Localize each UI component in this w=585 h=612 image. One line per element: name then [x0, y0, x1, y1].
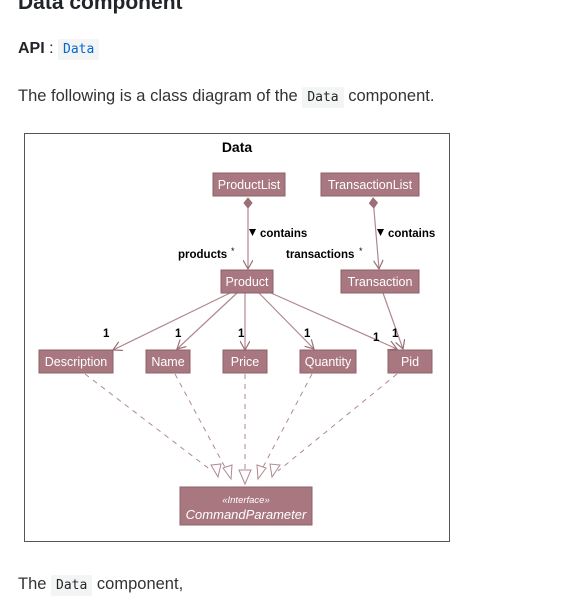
outro-code: Data: [51, 575, 93, 596]
intro-code: Data: [302, 87, 344, 108]
api-label: API: [18, 40, 45, 57]
realization-head-name: [222, 464, 233, 481]
contains-triangle-icon: [249, 229, 256, 236]
class-description-label: Description: [45, 355, 108, 369]
name-interface-line: [174, 373, 228, 472]
class-pid[interactable]: Pid: [387, 349, 433, 374]
pid-interface-line: [277, 373, 398, 472]
class-description[interactable]: Description: [38, 349, 114, 374]
interface-name-label: CommandParameter: [186, 507, 307, 522]
mult-name: 1: [175, 328, 182, 340]
api-separator: :: [44, 40, 59, 57]
multiplicity-one-labels: 1 1 1 1 1 1: [103, 328, 399, 344]
outro-paragraph: The Data component,: [18, 575, 184, 596]
relation-lines: [113, 198, 403, 350]
outro-text-after: component,: [92, 575, 184, 593]
class-price[interactable]: Price: [222, 349, 268, 374]
mult-quantity: 1: [304, 328, 311, 340]
class-name-label: Name: [151, 355, 184, 369]
description-interface-line: [84, 373, 213, 472]
section-heading: Data component: [18, 0, 183, 14]
realization-lines: [84, 373, 398, 472]
interface-stereotype-label: «Interface»: [222, 495, 270, 506]
intro-paragraph: The following is a class diagram of the …: [18, 87, 435, 108]
contains-text-1: contains: [260, 228, 307, 240]
class-quantity-label: Quantity: [305, 355, 352, 369]
realization-head-quantity: [256, 464, 267, 481]
mult-pid-product: 1: [373, 332, 380, 344]
transactionlist-transaction-line: [373, 198, 379, 269]
api-line: API : Data: [18, 39, 100, 60]
product-description-line: [113, 292, 231, 350]
class-product-label: Product: [225, 275, 269, 289]
class-diagram: Data ProductList: [24, 133, 450, 542]
mult-price: 1: [238, 328, 245, 340]
contains-label-2: contains: [377, 228, 435, 240]
product-name-line: [177, 292, 238, 349]
contains-triangle-icon-2: [377, 229, 384, 236]
outro-text-before: The: [18, 575, 52, 593]
class-productlist[interactable]: ProductList: [212, 172, 286, 197]
class-quantity[interactable]: Quantity: [299, 349, 357, 374]
quantity-interface-line: [260, 373, 313, 472]
interface-commandparameter[interactable]: «Interface» CommandParameter: [179, 486, 313, 526]
class-transaction-label: Transaction: [348, 275, 413, 289]
class-transactionlist[interactable]: TransactionList: [320, 172, 420, 197]
class-transaction[interactable]: Transaction: [340, 269, 420, 294]
class-pid-label: Pid: [401, 355, 419, 369]
transactions-role-label: transactions: [286, 249, 354, 261]
contains-label-1: contains: [249, 228, 307, 240]
realization-head-pid: [269, 463, 281, 479]
class-name[interactable]: Name: [145, 349, 191, 374]
class-transactionlist-label: TransactionList: [328, 178, 413, 192]
class-productlist-label: ProductList: [218, 178, 281, 192]
product-pid-line: [270, 292, 397, 349]
api-data-link[interactable]: Data: [58, 39, 100, 60]
realization-head-price: [238, 469, 252, 486]
contains-text-2: contains: [388, 228, 435, 240]
diagram-title: Data: [222, 139, 253, 155]
mult-description: 1: [103, 328, 110, 340]
products-multiplicity: *: [231, 246, 235, 256]
mult-pid-transaction: 1: [392, 328, 399, 340]
class-product[interactable]: Product: [220, 269, 274, 294]
product-quantity-line: [258, 292, 314, 349]
transaction-pid-line: [382, 292, 403, 349]
products-role-label: products: [178, 249, 227, 261]
realization-head-description: [210, 463, 222, 479]
class-diagram-svg: Data ProductList: [38, 139, 435, 526]
transactions-multiplicity: *: [359, 246, 363, 256]
intro-text-before: The following is a class diagram of the: [18, 87, 303, 105]
realization-arrowheads: [210, 463, 281, 486]
class-price-label: Price: [231, 355, 260, 369]
intro-text-after: component.: [343, 87, 435, 105]
